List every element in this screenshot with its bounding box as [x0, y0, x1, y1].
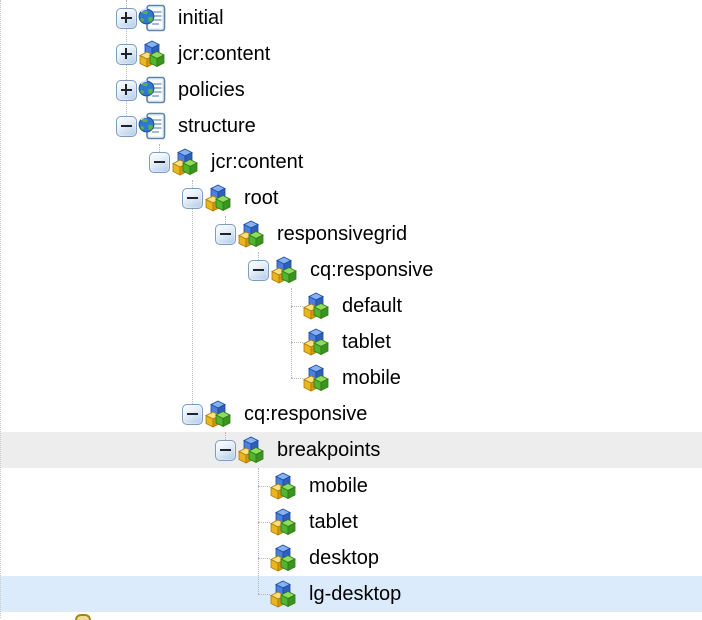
- tree-connector-line: [192, 180, 193, 414]
- node-icon: [205, 184, 231, 212]
- node-label[interactable]: default: [342, 294, 403, 317]
- tree-connector-line: [258, 468, 259, 594]
- tree-node-tablet-grid[interactable]: tablet: [0, 324, 702, 360]
- node-label[interactable]: jcr:content: [178, 42, 271, 65]
- tree-elbow-stub: [258, 594, 270, 595]
- tree-node-desktop-breakpoint[interactable]: desktop: [0, 540, 702, 576]
- node-icon: [270, 580, 296, 608]
- node-label[interactable]: mobile: [309, 474, 368, 497]
- expand-toggle-icon[interactable]: [116, 79, 137, 101]
- node-label[interactable]: breakpoints: [277, 438, 381, 461]
- collapse-toggle-icon[interactable]: [248, 259, 269, 281]
- tree-node-root[interactable]: root: [0, 180, 702, 216]
- node-icon: [271, 256, 297, 284]
- tree-connector-line: [291, 288, 292, 378]
- tree-node-default[interactable]: default: [0, 288, 702, 324]
- tree-elbow-stub: [258, 558, 270, 559]
- node-label[interactable]: tablet: [309, 510, 358, 533]
- tree-node-mobile-breakpoint[interactable]: mobile: [0, 468, 702, 504]
- tree-node-initial[interactable]: initial: [0, 0, 702, 36]
- collapse-toggle-icon[interactable]: [215, 223, 236, 245]
- tree-node-breakpoints[interactable]: breakpoints: [0, 432, 702, 468]
- tree-node-tablet-breakpoint[interactable]: tablet: [0, 504, 702, 540]
- tree-node-cq-responsive-grid[interactable]: cq:responsive: [0, 252, 702, 288]
- node-icon: [270, 508, 296, 536]
- node-icon: [238, 436, 264, 464]
- node-icon: [303, 328, 329, 356]
- panel-left-border: [0, 0, 1, 618]
- tree-elbow-stub: [258, 486, 270, 487]
- collapse-toggle-icon[interactable]: [116, 115, 137, 137]
- node-label[interactable]: tablet: [342, 330, 391, 353]
- tree-elbow-stub: [291, 342, 303, 343]
- node-label[interactable]: policies: [178, 78, 245, 101]
- page-icon: [138, 112, 166, 140]
- tree-elbow-stub: [291, 306, 303, 307]
- node-icon: [238, 220, 264, 248]
- node-icon: [172, 148, 198, 176]
- page-icon: [138, 4, 166, 32]
- node-label[interactable]: desktop: [309, 546, 380, 569]
- collapse-toggle-icon[interactable]: [215, 439, 236, 461]
- tree-elbow-stub: [291, 378, 303, 379]
- expand-toggle-icon[interactable]: [116, 43, 137, 65]
- node-icon: [303, 292, 329, 320]
- tree-node-responsivegrid[interactable]: responsivegrid: [0, 216, 702, 252]
- page-icon: [138, 76, 166, 104]
- collapse-toggle-icon[interactable]: [182, 403, 203, 425]
- node-label[interactable]: jcr:content: [211, 150, 304, 173]
- node-label[interactable]: structure: [178, 114, 256, 137]
- expand-toggle-icon[interactable]: [116, 7, 137, 29]
- node-label[interactable]: lg-desktop: [309, 582, 402, 605]
- tree-node-jcr-content[interactable]: jcr:content: [0, 36, 702, 72]
- node-label[interactable]: mobile: [342, 366, 401, 389]
- tree-node-cq-responsive[interactable]: cq:responsive: [0, 396, 702, 432]
- node-label[interactable]: cq:responsive: [244, 402, 368, 425]
- tree-node-lg-desktop[interactable]: lg-desktop: [0, 576, 702, 612]
- node-label[interactable]: responsivegrid: [277, 222, 408, 245]
- tree-node-structure-jcr-content[interactable]: jcr:content: [0, 144, 702, 180]
- node-icon: [270, 472, 296, 500]
- collapse-toggle-icon[interactable]: [149, 151, 170, 173]
- node-icon: [270, 544, 296, 572]
- tree-elbow-stub: [258, 522, 270, 523]
- node-label[interactable]: root: [244, 186, 279, 209]
- node-label[interactable]: initial: [178, 6, 224, 29]
- node-icon: [139, 40, 165, 68]
- tree-node-mobile-grid[interactable]: mobile: [0, 360, 702, 396]
- collapse-toggle-icon[interactable]: [182, 187, 203, 209]
- node-icon: [205, 400, 231, 428]
- node-label[interactable]: cq:responsive: [310, 258, 434, 281]
- tree-node-policies[interactable]: policies: [0, 72, 702, 108]
- node-icon: [303, 364, 329, 392]
- partial-next-node-icon: [75, 614, 91, 620]
- tree-node-structure[interactable]: structure: [0, 108, 702, 144]
